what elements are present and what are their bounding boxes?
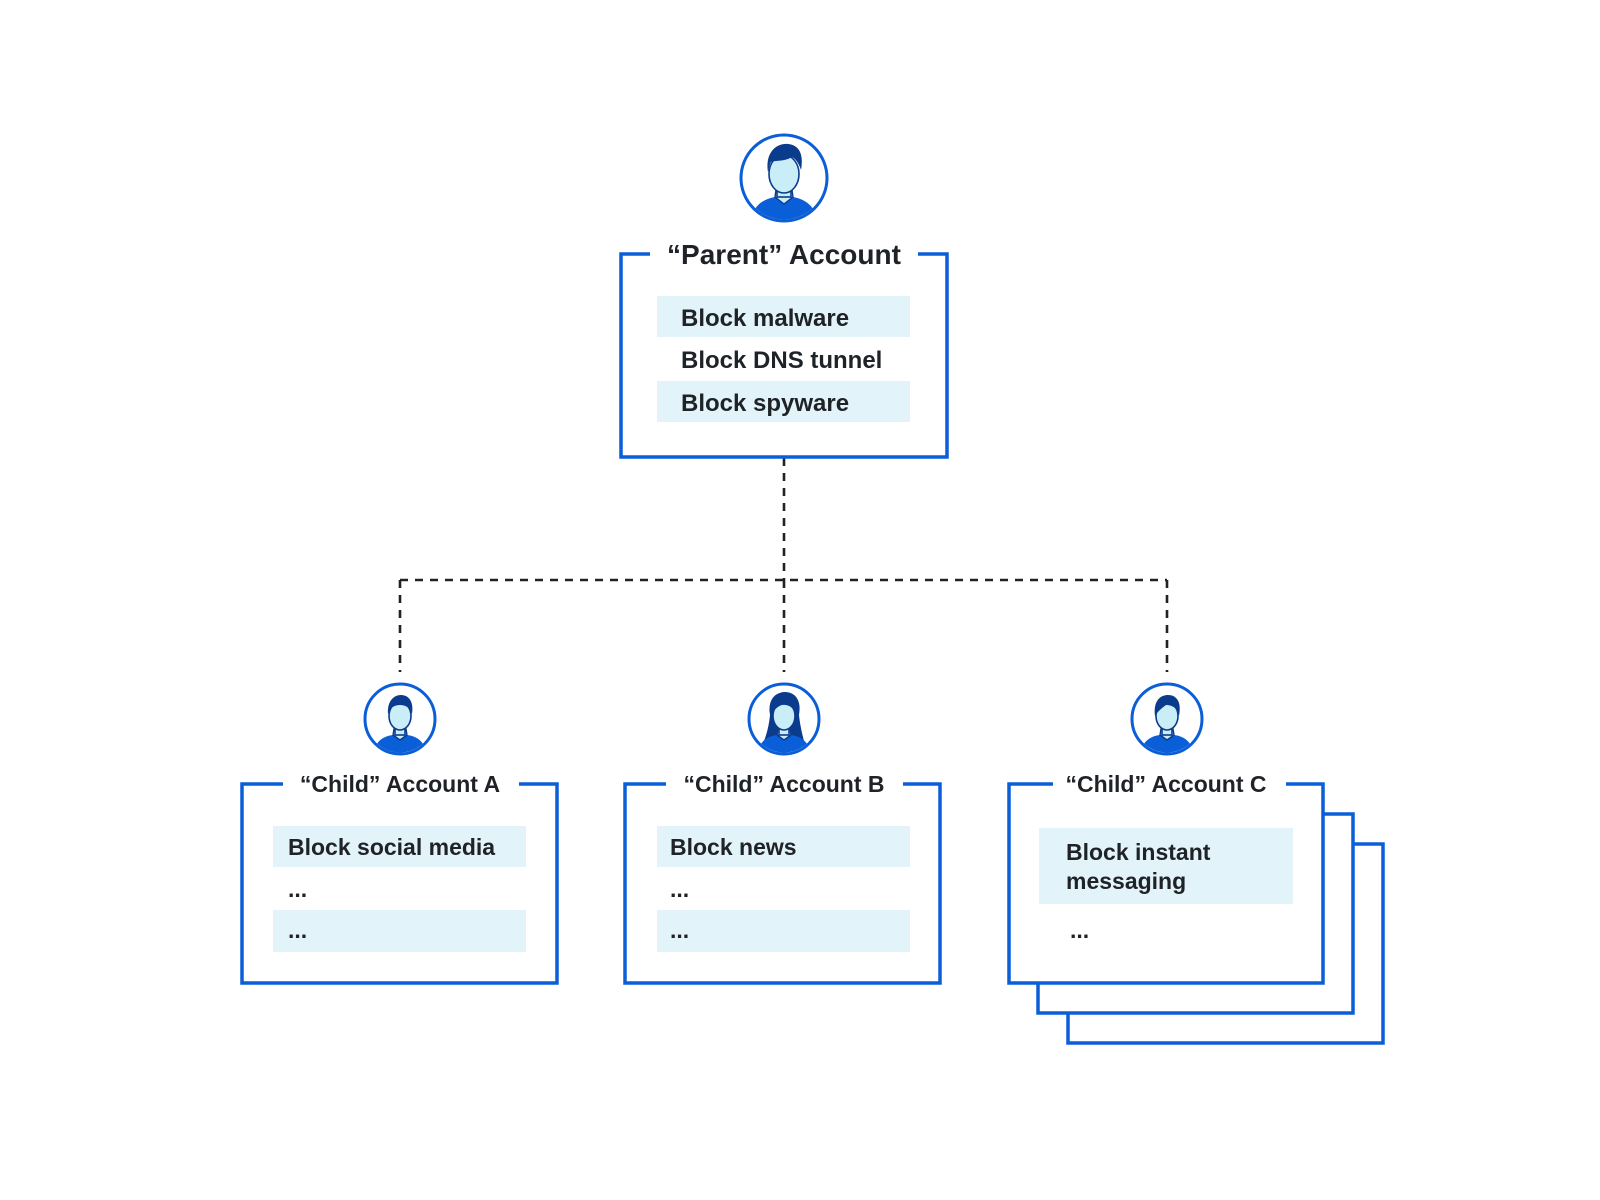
child-account-c-title: “Child” Account C — [1065, 771, 1266, 797]
child-c-item-label: ... — [1070, 917, 1089, 943]
child-a-user-avatar-icon — [363, 682, 437, 756]
child-account-a-card: “Child” Account A Block social media ...… — [240, 771, 559, 985]
child-c-item-label-line2: messaging — [1066, 868, 1186, 894]
child-b-item-label: ... — [670, 917, 689, 943]
child-b-item-bg-3 — [657, 910, 910, 952]
parent-user-avatar-icon — [739, 133, 829, 223]
child-a-item-label: ... — [288, 917, 307, 943]
child-b-item-label: ... — [670, 876, 689, 902]
parent-account-title: “Parent” Account — [667, 239, 901, 270]
parent-item-bg-3 — [657, 381, 910, 422]
child-b-item-bg-1 — [657, 826, 910, 867]
child-a-item-label: Block social media — [288, 834, 495, 860]
child-c-item-bg-1 — [1039, 828, 1293, 904]
child-c-item-label: Block instant — [1066, 839, 1211, 865]
child-account-b-title: “Child” Account B — [683, 771, 884, 797]
parent-item-bg-1 — [657, 296, 910, 337]
child-account-a-title: “Child” Account A — [300, 771, 500, 797]
child-b-item-label: Block news — [670, 834, 797, 860]
parent-item-label: Block DNS tunnel — [681, 347, 882, 374]
hierarchy-connectors — [398, 458, 1169, 672]
parent-account-card: “Parent” Account Block malware Block DNS… — [619, 239, 949, 459]
child-a-item-bg-1 — [273, 826, 526, 867]
child-c-user-avatar-icon — [1130, 682, 1204, 756]
child-a-item-label: ... — [288, 876, 307, 902]
parent-item-label: Block malware — [681, 305, 849, 332]
child-account-c-card: “Child” Account C Block instant messagin… — [1007, 771, 1385, 1045]
child-b-user-avatar-icon — [747, 682, 821, 756]
parent-item-label: Block spyware — [681, 390, 849, 417]
child-a-item-bg-3 — [273, 910, 526, 952]
child-account-b-card: “Child” Account B Block news ... ... — [623, 771, 942, 985]
